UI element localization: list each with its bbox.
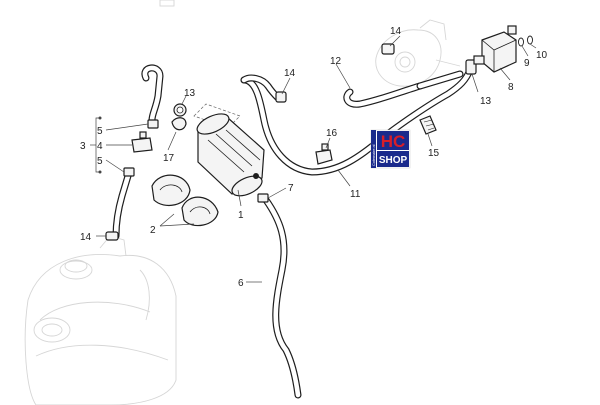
- hose-12: [343, 70, 464, 108]
- carbon-canister: [196, 113, 265, 197]
- callout-5-upper: 5: [97, 126, 103, 137]
- callout-11: 11: [350, 189, 361, 200]
- callout-14-tank: 14: [80, 232, 92, 243]
- logo-brand-hc: HC: [381, 132, 406, 151]
- fitting-7: [257, 193, 269, 203]
- callout-2: 2: [150, 225, 156, 236]
- left-lower-hose: [112, 172, 132, 240]
- fuel-tank-ghost: [24, 235, 177, 405]
- callout-9: 9: [524, 58, 530, 69]
- o-ring-9: [518, 37, 524, 47]
- callout-4: 4: [97, 141, 103, 152]
- top-part-ghost: [159, 0, 175, 7]
- clip-17: [171, 117, 187, 131]
- clamp-14-middle: [275, 91, 287, 103]
- valve-assembly-ghost: [375, 19, 461, 87]
- callout-14-top: 14: [390, 26, 402, 37]
- clamp-14-top: [381, 43, 395, 55]
- fitting-5-upper: [147, 119, 159, 129]
- callout-13-right: 13: [480, 96, 492, 107]
- hose-11: [240, 66, 474, 176]
- callout-12: 12: [330, 56, 342, 67]
- callout-8: 8: [508, 82, 514, 93]
- o-ring-10: [527, 35, 533, 45]
- clamp-14-tank: [105, 231, 119, 241]
- callout-3: 3: [80, 141, 86, 152]
- fitting-5-lower: [123, 167, 135, 177]
- callout-15: 15: [428, 148, 440, 159]
- callout-1: 1: [238, 210, 244, 221]
- clip-13-left: [173, 103, 187, 117]
- logo-side-text: Cotemaire.nl: [372, 144, 376, 166]
- hc-shop-logo: Cotemaire.nl HC SHOP: [370, 129, 411, 169]
- callout-7: 7: [288, 183, 294, 194]
- solenoid-valve-8: [473, 25, 517, 73]
- callout-6: 6: [238, 278, 244, 289]
- callout-13-left: 13: [184, 88, 196, 99]
- fitting-16: [315, 143, 333, 165]
- callout-labels: 14 14 14 12 13 13 8 9 10 16 15 11 17 7 1…: [80, 26, 548, 289]
- callout-16: 16: [326, 128, 338, 139]
- check-valve-4: [131, 131, 153, 153]
- left-upper-hose: [141, 64, 164, 124]
- callout-17: 17: [163, 153, 175, 164]
- leader-lines: [90, 35, 537, 283]
- callout-14-middle: 14: [284, 68, 296, 79]
- hose-6: [262, 196, 302, 399]
- logo-brand-shop: SHOP: [379, 155, 408, 166]
- callout-5-lower: 5: [97, 156, 103, 167]
- clip-15: [419, 115, 437, 135]
- callout-10: 10: [536, 50, 548, 61]
- clamp-straps: [151, 174, 219, 227]
